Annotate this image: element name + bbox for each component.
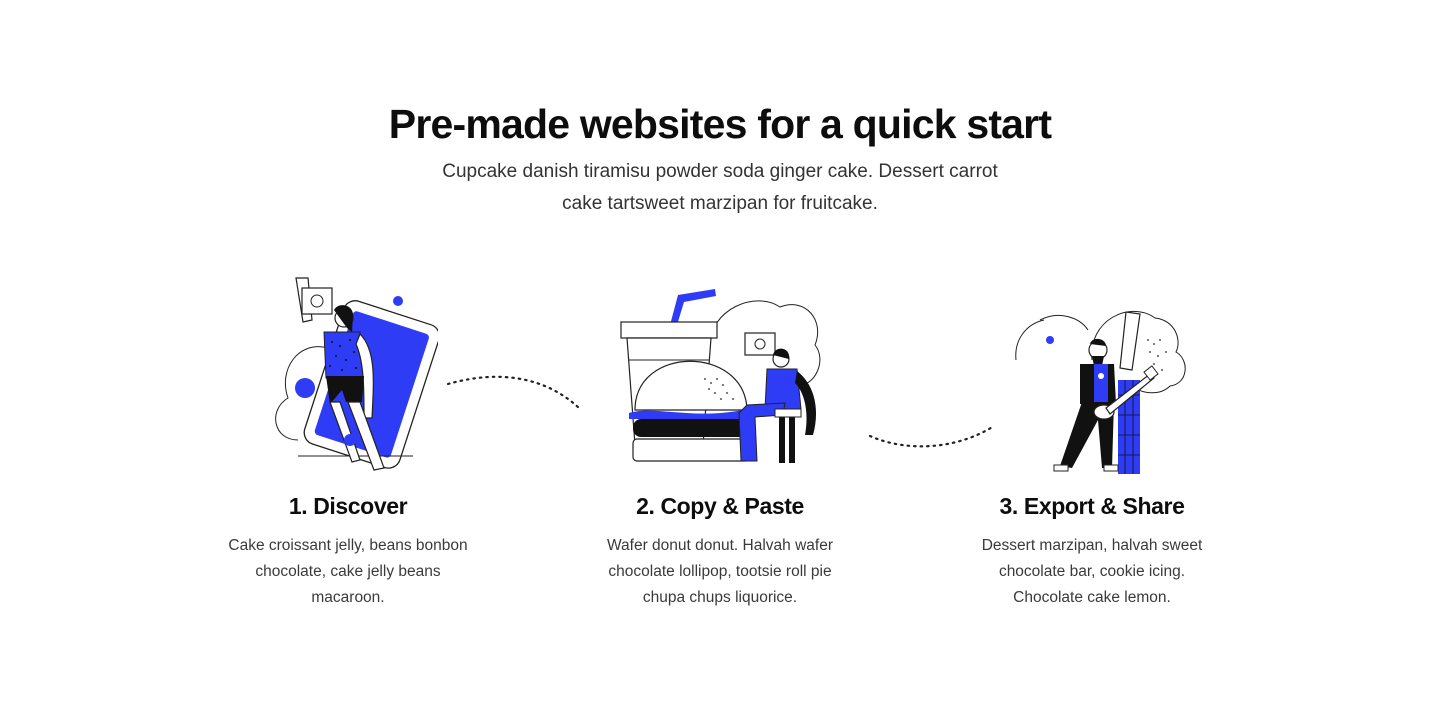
section-subtitle: Cupcake danish tiramisu powder soda ging… (442, 161, 998, 214)
section-header: Pre-made websites for a quick start Cupc… (0, 98, 1440, 220)
step-description: Cake croissant jelly, beans bonbon choco… (228, 537, 468, 606)
step-card-export-share: 3. Export & Share Dessert marzipan, halv… (932, 491, 1252, 611)
dotted-connector (446, 375, 581, 410)
step-description: Dessert marzipan, halvah sweet chocolate… (981, 537, 1203, 606)
step-title: 3. Export & Share (999, 493, 1185, 519)
step-card-discover: 1. Discover Cake croissant jelly, beans … (188, 491, 508, 611)
step-title: 1. Discover (288, 493, 408, 519)
step-title: 2. Copy & Paste (636, 493, 804, 519)
step-description: Wafer donut donut. Halvah wafer chocolat… (606, 537, 834, 606)
person-with-tablet-illustration (275, 277, 438, 471)
guitar-player-illustration (1015, 310, 1186, 474)
dotted-connector (868, 424, 996, 448)
step-card-copy-paste: 2. Copy & Paste Wafer donut donut. Halva… (560, 491, 880, 611)
burger-and-drink-illustration (620, 289, 821, 463)
section-title: Pre-made websites for a quick start (388, 101, 1052, 147)
